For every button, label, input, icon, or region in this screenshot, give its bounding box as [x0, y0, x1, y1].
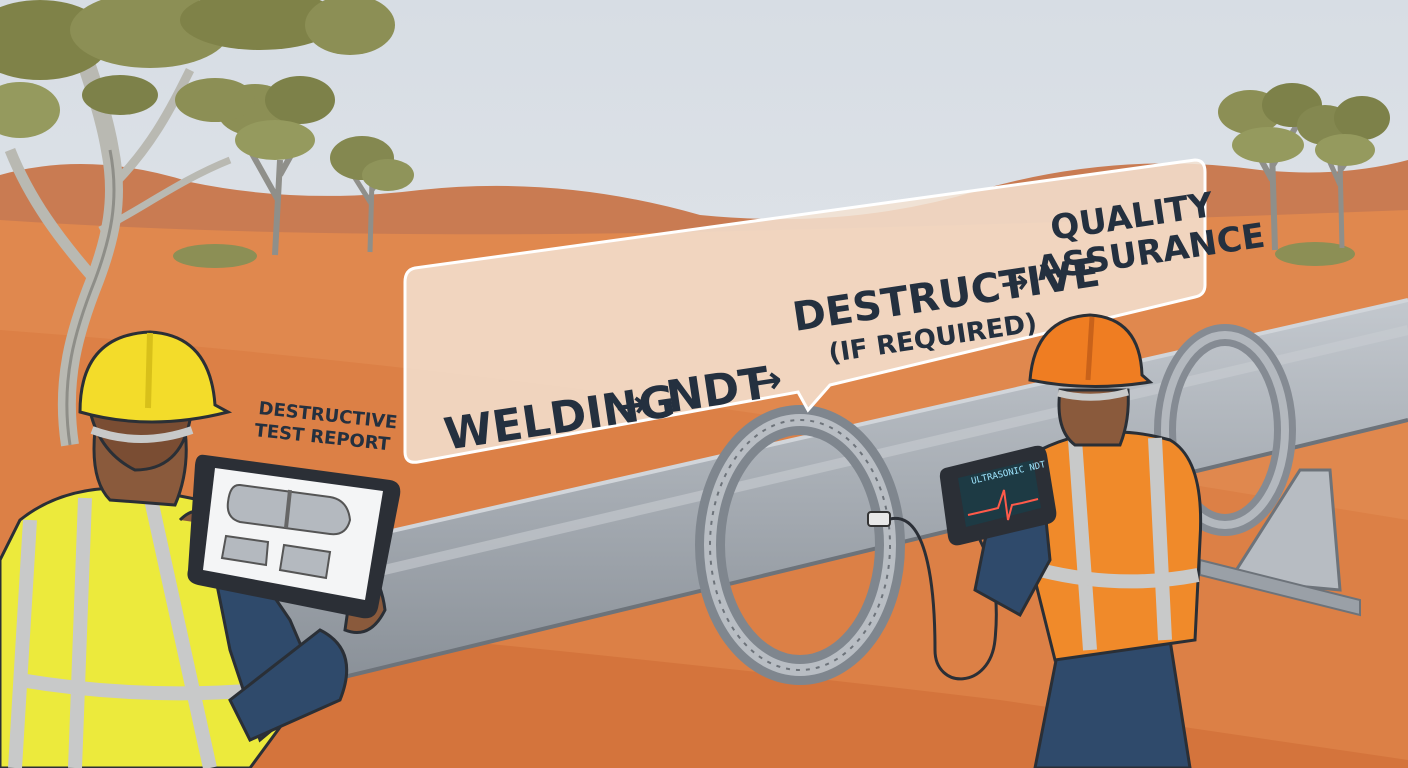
flow-arrow-3: →	[998, 261, 1032, 305]
ndt-waveform	[967, 489, 1039, 521]
tree-small-right-center	[330, 136, 414, 253]
tree-large-left	[0, 0, 395, 447]
weld-joint-center	[695, 405, 905, 685]
flow-arrow-1: →	[612, 381, 650, 429]
ndt-device: ULTRASONIC NDT	[939, 445, 1057, 546]
tree-right-2	[1297, 96, 1390, 249]
process-flow-callout: WELDING → NDT → DESTRUCTIVE (IF REQUIRED…	[403, 158, 1268, 464]
tablet-diagram	[220, 483, 352, 580]
vest-right	[1028, 430, 1203, 662]
pipe-support	[1199, 468, 1361, 617]
flow-arrow-2: →	[747, 357, 785, 405]
shrub-left	[173, 244, 257, 268]
worker-right	[948, 313, 1203, 768]
shrub-right	[1275, 242, 1355, 266]
helmet-left	[78, 330, 233, 424]
weld-joint-right	[1154, 324, 1296, 536]
